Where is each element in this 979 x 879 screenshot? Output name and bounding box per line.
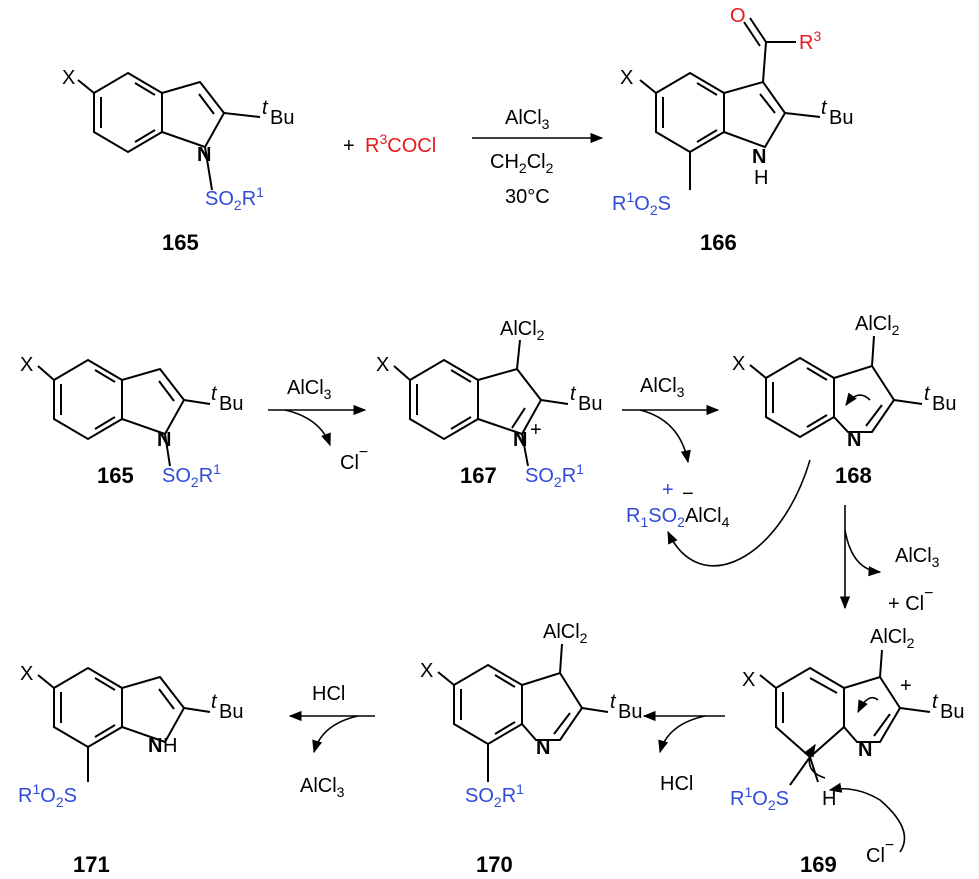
reagent-alcl3: AlCl3 [505,107,550,132]
byproduct-hcl: HCl [660,773,693,795]
r3-group: R3 [799,28,821,54]
reaction-arrow-step5: HCl [642,710,725,795]
salt-cation-charge: + [662,479,674,501]
hydrogen-label: H [822,788,836,810]
alcl2-group: AlCl2 [855,313,900,338]
nh-nitrogen: N [148,735,162,757]
alcl2-group: AlCl2 [870,626,915,651]
salt-formula: R1SO2AlCl4 [626,505,730,530]
x-substituent: X [376,354,389,376]
compound-170: X AlCl2 t Bu N SO2R1 170 [420,621,642,877]
compound-169: X AlCl2 + t Bu N R1O2S H Cl− 169 [730,626,964,877]
iminium-nitrogen: N [513,429,527,451]
sulfonyl-group: R1O2S [612,189,671,218]
nitrogen-label: N [157,429,171,451]
compound-165-mid: X t Bu N SO2R1 165 [20,354,243,490]
tbu-superscript: t [262,97,269,119]
sulfonyl-transfer-arrow [667,459,811,567]
compound-171: X t Bu N H R1O2S 171 [18,663,243,877]
sulfonylium-salt: + − R1SO2AlCl4 [626,479,730,530]
reagent-alcl3: AlCl3 [640,375,685,400]
reagent-hcl: HCl [312,683,345,705]
imine-nitrogen: N [847,429,861,451]
sulfonyl-group: SO2R1 [525,461,584,490]
nh-nitrogen: N [752,146,766,168]
carbonyl-oxygen: O [730,5,746,27]
reaction-arrow-step3: AlCl3 [622,375,720,464]
x-substituent: X [620,67,633,89]
tbu-superscript: t [821,97,828,119]
compound-number-171: 171 [73,852,110,877]
compound-number-170: 170 [476,852,513,877]
alcl2-group: AlCl2 [500,318,545,343]
reaction-arrow-step1: AlCl3 CH2Cl2 30°C [472,107,604,208]
tbu-superscript: t [932,691,939,713]
compound-number-165: 165 [97,463,134,488]
x-substituent: X [742,669,755,691]
reaction-arrow-step2: AlCl3 Cl− [268,377,368,474]
temperature: 30°C [505,186,550,208]
compound-167: X AlCl2 t Bu N + SO2R1 167 [376,318,602,490]
tbu-superscript: t [211,383,218,405]
imine-nitrogen: N [858,739,872,761]
reaction-arrow-step6: HCl AlCl3 [288,683,375,800]
sulfonyl-group: SO2R1 [162,461,221,490]
reaction-arrow-step4: AlCl3 + Cl− [839,505,940,615]
compound-number-165: 165 [162,230,199,255]
chloride-ion: Cl− [340,444,368,474]
tbu-label: Bu [940,701,964,723]
tbu-superscript: t [924,383,931,405]
compound-number-169: 169 [800,852,837,877]
sulfonyl-group: R1O2S [730,784,789,813]
tbu-superscript: t [570,383,577,405]
x-substituent: X [62,67,75,89]
compound-168: X AlCl2 t Bu N 168 [732,313,956,488]
byproduct-chloride: + Cl− [888,585,933,615]
compound-number-168: 168 [835,463,872,488]
byproduct-alcl3: AlCl3 [300,775,345,800]
tbu-superscript: t [211,691,218,713]
positive-charge: + [530,419,542,441]
sulfonyl-group: SO2R1 [465,781,524,810]
tbu-label: Bu [618,701,642,723]
alcl2-group: AlCl2 [543,621,588,646]
compound-166: X O R3 t Bu N H R1O2S 166 [612,5,853,255]
solvent-ch2cl2: CH2Cl2 [490,151,554,176]
tbu-label: Bu [270,107,294,129]
plus-sign: + [343,135,355,157]
nh-hydrogen: H [163,735,177,757]
acyl-chloride-reagent: R3COCl [365,131,436,157]
chloride-ion: Cl− [866,837,894,867]
nh-hydrogen: H [754,167,768,189]
tbu-label: Bu [219,393,243,415]
x-substituent: X [420,660,433,682]
reagent-alcl3: AlCl3 [287,377,332,402]
compound-number-167: 167 [460,463,497,488]
imine-nitrogen: N [536,737,550,759]
sulfonyl-group: SO2R1 [205,184,264,213]
tbu-label: Bu [932,393,956,415]
tbu-label: Bu [829,107,853,129]
x-substituent: X [20,354,33,376]
x-substituent: X [732,353,745,375]
tbu-label: Bu [219,701,243,723]
nitrogen-label: N [197,144,211,166]
compound-165-top: X t Bu N SO2R1 165 [62,67,294,255]
salt-anion-charge: − [682,483,694,505]
x-substituent: X [20,663,33,685]
positive-charge: + [900,675,912,697]
sulfonyl-group: R1O2S [18,781,77,810]
compound-number-166: 166 [700,230,737,255]
byproduct-alcl3: AlCl3 [895,545,940,570]
tbu-label: Bu [578,393,602,415]
tbu-superscript: t [610,691,617,713]
